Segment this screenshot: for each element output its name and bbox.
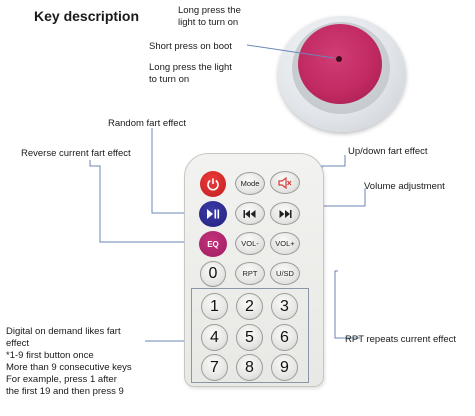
label-digital-line5: For example, press 1 after bbox=[6, 374, 117, 385]
leader-line-random bbox=[151, 128, 197, 214]
leader-line-rpt bbox=[334, 270, 360, 339]
boot-label-short-press: Short press on boot bbox=[149, 41, 232, 52]
page-title: Key description bbox=[34, 8, 140, 24]
vol-plus-button[interactable]: VOL+ bbox=[270, 232, 300, 255]
digit-4-button[interactable]: 4 bbox=[201, 324, 228, 351]
usd-button[interactable]: U/SD bbox=[270, 262, 300, 285]
label-digital-line4: More than 9 consecutive keys bbox=[6, 362, 132, 373]
next-icon bbox=[279, 209, 292, 218]
eq-button-label: EQ bbox=[207, 239, 219, 249]
digit-1-button[interactable]: 1 bbox=[201, 293, 228, 320]
label-digital-line1: Digital on demand likes fart bbox=[6, 326, 121, 337]
label-digital-line3: *1-9 first button once bbox=[6, 350, 94, 361]
power-button[interactable] bbox=[200, 171, 226, 197]
label-digital-line2: effect bbox=[6, 338, 30, 349]
label-up-down-fart-effect: Up/down fart effect bbox=[348, 146, 428, 157]
digit-3-button[interactable]: 3 bbox=[271, 293, 298, 320]
digit-5-label: 5 bbox=[245, 328, 254, 346]
digit-5-button[interactable]: 5 bbox=[236, 324, 263, 351]
digit-3-label: 3 bbox=[280, 297, 289, 315]
label-reverse-fart-effect: Reverse current fart effect bbox=[21, 148, 131, 159]
leader-line-boot bbox=[246, 44, 335, 59]
eq-button[interactable]: EQ bbox=[199, 231, 227, 257]
digit-7-button[interactable]: 7 bbox=[201, 354, 228, 381]
usd-button-label: U/SD bbox=[276, 269, 294, 278]
rpt-button[interactable]: RPT bbox=[235, 262, 265, 285]
boot-button[interactable] bbox=[298, 24, 382, 104]
mute-button[interactable] bbox=[270, 171, 300, 194]
boot-label-long-press-top-line2: light to turn on bbox=[178, 17, 239, 28]
play-pause-icon bbox=[207, 209, 220, 219]
vol-minus-label: VOL- bbox=[241, 239, 259, 248]
digit-1-label: 1 bbox=[210, 297, 219, 315]
label-volume-adjustment: Volume adjustment bbox=[364, 181, 445, 192]
digit-8-label: 8 bbox=[245, 358, 254, 376]
digit-4-label: 4 bbox=[210, 328, 219, 346]
boot-label-long-press-top-line1: Long press the bbox=[178, 5, 241, 16]
digit-2-label: 2 bbox=[245, 297, 254, 315]
boot-button-light-dot bbox=[336, 56, 342, 62]
label-rpt-repeats-effect: RPT repeats current effect bbox=[345, 334, 457, 345]
digit-2-button[interactable]: 2 bbox=[236, 293, 263, 320]
vol-plus-label: VOL+ bbox=[275, 239, 295, 248]
boot-label-long-press-bottom-line2: to turn on bbox=[149, 74, 190, 85]
digit-7-label: 7 bbox=[210, 358, 219, 376]
mode-button-label: Mode bbox=[240, 179, 260, 188]
play-pause-button[interactable] bbox=[199, 201, 227, 227]
mute-icon bbox=[278, 176, 292, 189]
label-digital-line6: the first 19 and then press 9 bbox=[6, 386, 124, 397]
digit-8-button[interactable]: 8 bbox=[236, 354, 263, 381]
rpt-button-label: RPT bbox=[242, 269, 258, 278]
numpad-highlight-box bbox=[191, 288, 309, 383]
leader-line-reverse bbox=[89, 160, 197, 243]
boot-label-long-press-bottom-line1: Long press the light bbox=[149, 62, 232, 73]
digit-6-label: 6 bbox=[280, 328, 289, 346]
digit-0-button[interactable]: 0 bbox=[200, 261, 226, 287]
digit-9-button[interactable]: 9 bbox=[271, 354, 298, 381]
power-icon bbox=[207, 178, 219, 191]
mode-button[interactable]: Mode bbox=[235, 172, 265, 195]
digit-6-button[interactable]: 6 bbox=[271, 324, 298, 351]
vol-minus-button[interactable]: VOL- bbox=[235, 232, 265, 255]
digit-9-label: 9 bbox=[280, 358, 289, 376]
digit-0-label: 0 bbox=[208, 265, 218, 282]
previous-button[interactable] bbox=[235, 202, 265, 225]
next-button[interactable] bbox=[270, 202, 300, 225]
label-random-fart-effect: Random fart effect bbox=[108, 118, 186, 129]
previous-icon bbox=[243, 209, 256, 218]
